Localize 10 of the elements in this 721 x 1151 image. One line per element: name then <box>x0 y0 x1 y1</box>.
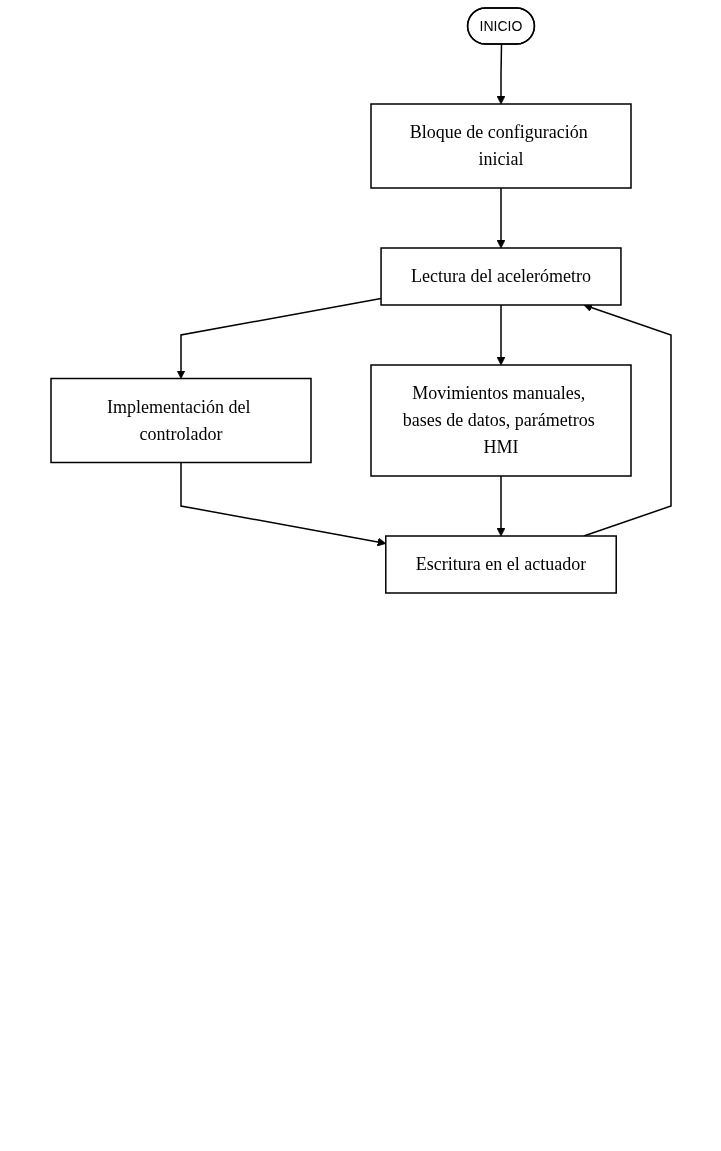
arrow <box>179 461 386 547</box>
arrow <box>496 43 505 105</box>
arrow <box>496 187 505 249</box>
node-box: Escritura en el actuador <box>384 535 617 594</box>
arrow <box>496 304 505 366</box>
node-box: Movimientos manuales, bases de datos, parámetros HMI <box>369 364 632 477</box>
node-box: Implementación del controlador <box>49 377 312 464</box>
node-box: Bloque de configuración inicial <box>369 103 632 189</box>
arrow <box>496 475 505 537</box>
node-box: Lectura del acelerómetro <box>379 247 622 306</box>
